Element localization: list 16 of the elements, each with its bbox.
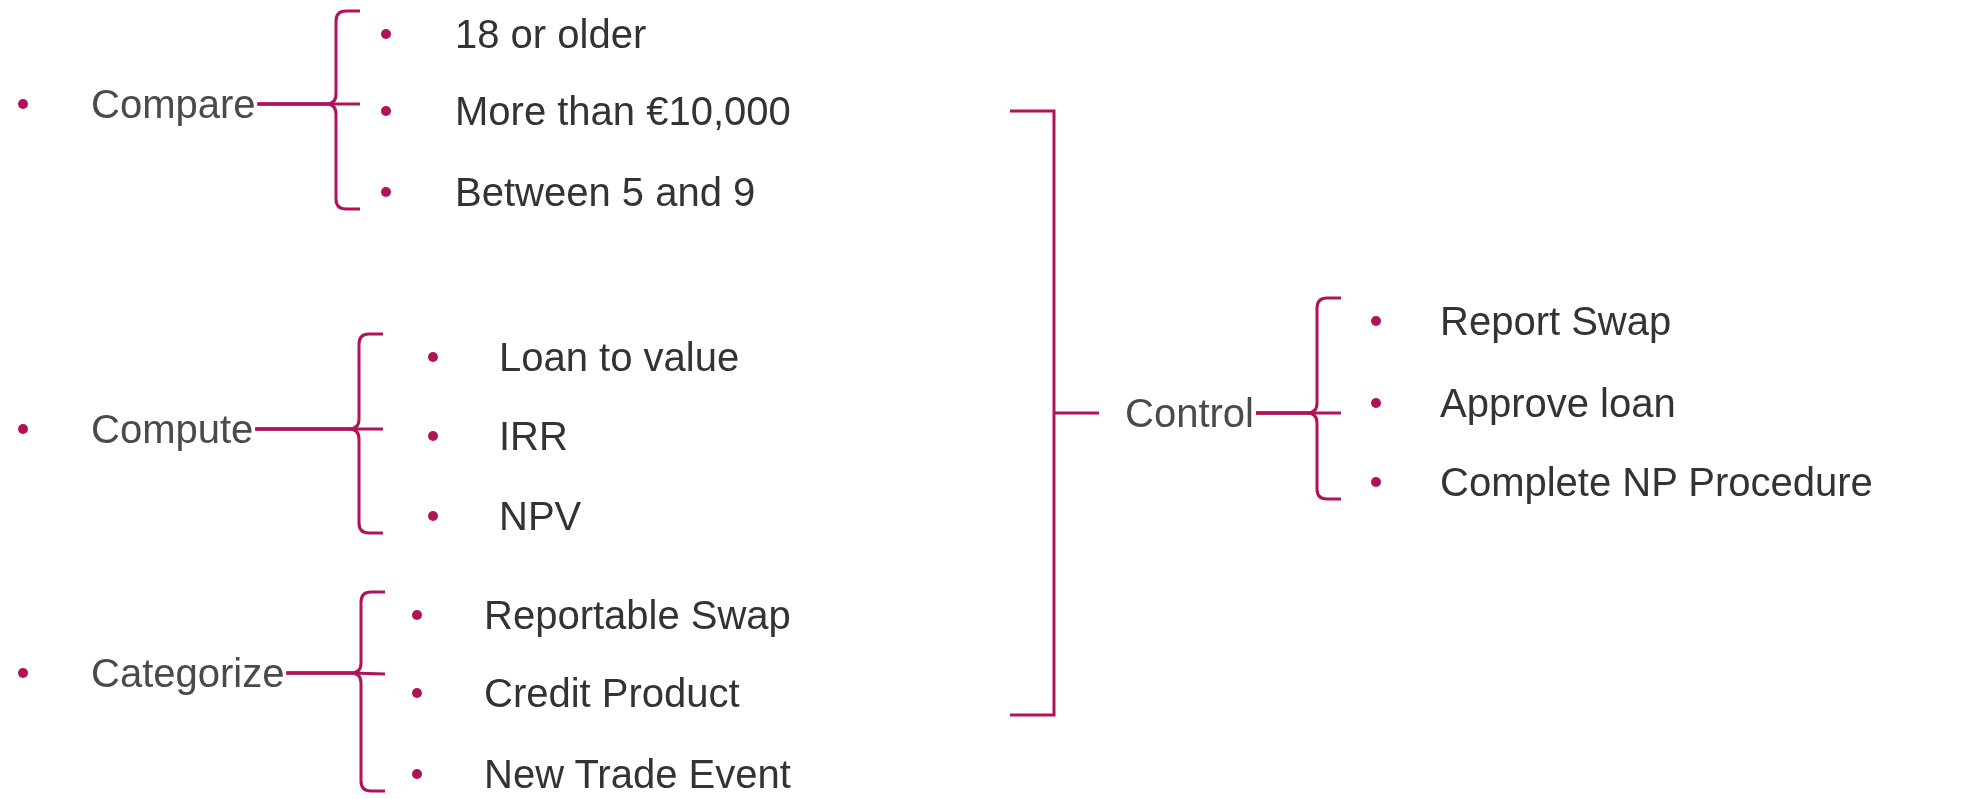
item-label: Reportable Swap	[484, 592, 791, 638]
item-label: 18 or older	[455, 11, 647, 57]
category-label: Compute	[91, 406, 254, 452]
item-label: NPV	[499, 493, 582, 539]
category-label: Categorize	[91, 650, 285, 696]
item-label: Report Swap	[1440, 298, 1672, 344]
item-label: IRR	[499, 413, 568, 459]
item-label: Between 5 and 9	[455, 169, 756, 215]
item-label: Complete NP Procedure	[1440, 459, 1873, 505]
category-label: Control	[1125, 390, 1254, 436]
item-label: More than €10,000	[455, 88, 791, 134]
item-label: New Trade Event	[484, 751, 791, 797]
category-label: Compare	[91, 81, 256, 127]
item-label: Loan to value	[499, 334, 740, 380]
item-label: Credit Product	[484, 670, 740, 716]
item-label: Approve loan	[1440, 380, 1676, 426]
